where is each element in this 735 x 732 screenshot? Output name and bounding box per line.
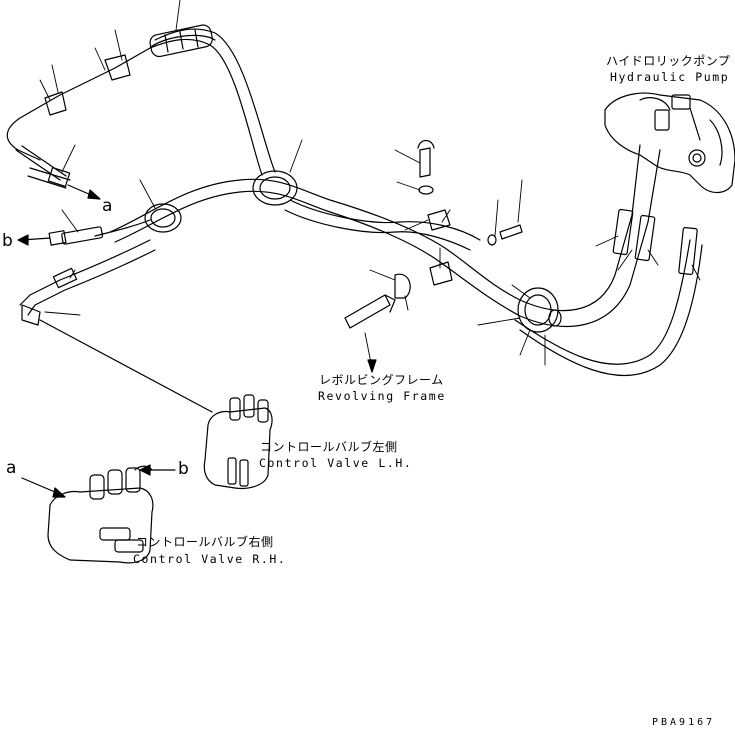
grommets — [144, 139, 562, 333]
reference-arrows — [17, 184, 377, 498]
hydraulic-pump-label-en: Hydraulic Pump — [610, 70, 730, 84]
left-hose-ends — [19, 166, 156, 326]
control-valve-rh — [47, 465, 154, 564]
control-valve-rh-label-en: Control Valve R.H. — [133, 552, 287, 566]
control-valve-lh — [39, 319, 273, 490]
revolving-frame-bracket — [344, 294, 396, 329]
drawing-code: PBA9167 — [652, 717, 716, 728]
hydraulic-pump — [604, 92, 735, 276]
leader-lines — [39, 0, 701, 369]
control-valve-lh-label-en: Control Valve L.H. — [259, 456, 413, 470]
revolving-frame-label-jp: レボルビングフレーム — [319, 373, 444, 387]
control-valve-lh-label-jp: コントロールバルブ左側 — [260, 440, 398, 454]
ref-a-top: a — [102, 196, 113, 216]
ref-b-top: b — [2, 231, 13, 251]
hydraulic-pump-label-jp: ハイドロリックポンプ — [606, 54, 731, 68]
control-valve-rh-label-jp: コントロールバルブ右側 — [136, 535, 274, 549]
ref-a-bottom: a — [6, 458, 17, 478]
upper-hose — [6, 24, 276, 181]
main-hose-bundle — [109, 178, 703, 376]
revolving-frame-label-en: Revolving Frame — [318, 389, 446, 403]
ref-b-bottom: b — [178, 459, 189, 479]
